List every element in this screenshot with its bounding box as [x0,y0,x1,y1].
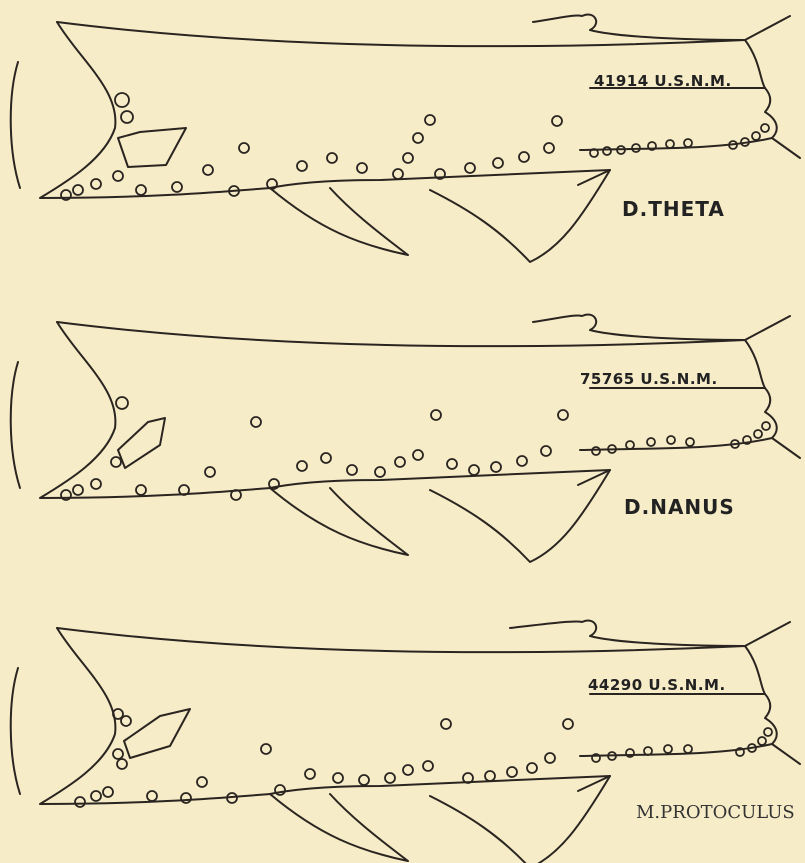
catalog-number-m-protoculus: 44290 U.S.N.M. [588,676,726,694]
fish-outline-d-nanus [11,315,800,562]
fish-outline-d-theta [11,15,800,262]
photophores-m-protoculus [75,709,772,807]
catalog-number-d-theta: 41914 U.S.N.M. [594,72,732,90]
species-label-d-nanus: D.NANUS [624,495,735,519]
species-label-d-theta: D.THETA [622,197,725,221]
species-label-m-protoculus: M.PROTOCULUS [636,802,795,823]
photophores-d-theta [61,93,769,200]
fish-outline-m-protoculus [11,621,800,863]
catalog-number-d-nanus: 75765 U.S.N.M. [580,370,718,388]
